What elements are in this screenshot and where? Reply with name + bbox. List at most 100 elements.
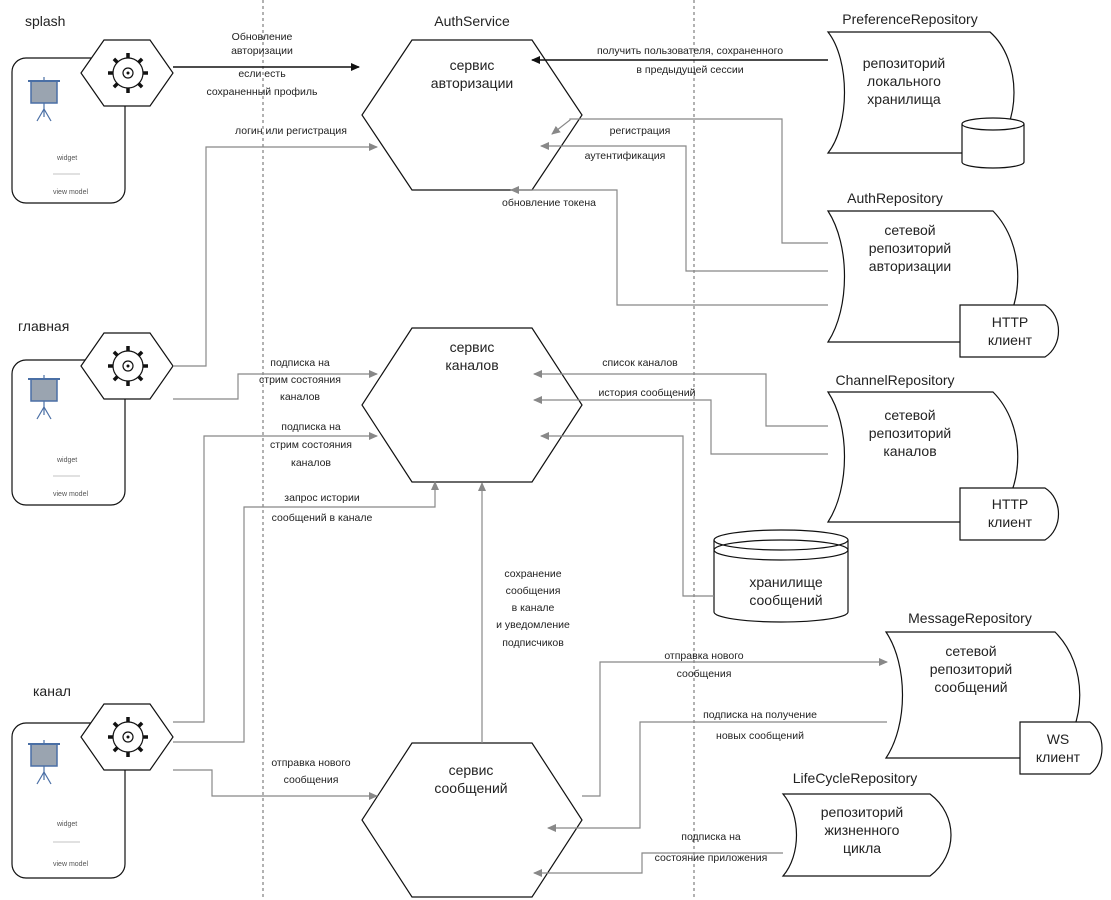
service-messages-hex — [361, 742, 583, 898]
screen-main: главная widget view model — [11, 318, 174, 506]
label-text: сообщений — [434, 780, 507, 796]
service-auth: AuthService сервис авторизации — [361, 13, 583, 191]
label-text: цикла — [843, 840, 881, 856]
view-model-label: view model — [53, 189, 88, 196]
service-channels: сервис каналов — [361, 327, 583, 483]
repo-lifecycle-shape — [781, 793, 952, 877]
edge-authentication: аутентификация — [540, 142, 828, 272]
service-auth-name: AuthService — [434, 13, 510, 29]
label-text: авторизации — [231, 45, 293, 57]
edge-send-to-service: отправка нового сообщения — [173, 757, 378, 800]
view-model-label: view model — [53, 491, 88, 498]
label-text: получить пользователя, сохраненного — [597, 45, 783, 57]
edge-registration: регистрация — [551, 118, 828, 244]
screen-main-title: главная — [18, 318, 69, 334]
label-text: каналов — [883, 443, 936, 459]
edge-channel-subscribe: подписка на стрим состояния каналов — [173, 421, 378, 723]
label-text: история сообщений — [599, 387, 696, 399]
label-text: аутентификация — [585, 150, 666, 162]
widget-label: widget — [56, 457, 77, 464]
label-text: сообщения — [677, 668, 732, 680]
label-text: сервис — [450, 339, 495, 355]
label-text: в канале — [512, 602, 555, 614]
label-text: сервис — [449, 762, 494, 778]
edge-lifecycle-subscribe: подписка на состояние приложения — [533, 831, 783, 877]
label-text: каналов — [280, 391, 320, 403]
label-text: сообщений — [934, 679, 1007, 695]
service-channels-hex — [361, 327, 583, 483]
http-client-box: HTTP клиент — [959, 487, 1059, 541]
database-icon — [961, 117, 1025, 169]
label-text: локального — [867, 73, 941, 89]
label-text: запрос истории — [284, 492, 360, 504]
edge-login: логин или регистрация — [173, 125, 378, 367]
label-text: репозиторий — [821, 804, 904, 820]
label-text: репозиторий — [930, 661, 1013, 677]
label-text: список каналов — [602, 357, 678, 369]
repo-channel: ChannelRepository сетевой репозиторий ка… — [826, 372, 1059, 541]
label-text: сетевой — [884, 222, 935, 238]
label-text: сетевой — [884, 407, 935, 423]
edge-main-subscribe: подписка на стрим состояния каналов — [173, 357, 378, 403]
label-text: сообщений — [749, 592, 822, 608]
screen-channel-title: канал — [33, 683, 71, 699]
label-text: WS — [1047, 731, 1070, 747]
label-text: жизненного — [825, 822, 900, 838]
edge-splash-auth: Обновление авторизации если есть сохране… — [173, 31, 360, 98]
label-text: хранилище — [749, 574, 822, 590]
view-model-label: view model — [53, 861, 88, 868]
http-client-box: HTTP клиент — [959, 304, 1059, 358]
label-text: хранилища — [867, 91, 941, 107]
edge-preference-auth: получить пользователя, сохраненного в пр… — [531, 45, 828, 76]
repo-preference: PreferenceRepository репозиторий локальн… — [826, 11, 1025, 169]
label-text: сетевой — [945, 643, 996, 659]
screen-splash-title: splash — [25, 13, 65, 29]
label-text: отправка нового — [664, 650, 743, 662]
label-text: сервис — [450, 57, 495, 73]
label-text: сообщения — [506, 585, 561, 597]
label-text: сохраненный профиль — [206, 86, 318, 98]
label-text: стрим состояния — [270, 439, 352, 451]
label-text: каналов — [291, 457, 331, 469]
label-text: состояние приложения — [655, 852, 768, 864]
label-text: репозиторий — [869, 240, 952, 256]
widget-label: widget — [56, 821, 77, 828]
repo-message-name: MessageRepository — [908, 610, 1032, 626]
service-messages: сервис сообщений — [361, 742, 583, 898]
edge-send-to-repo: отправка нового сообщения — [582, 650, 888, 797]
label-text: репозиторий — [869, 425, 952, 441]
label-text: подписка на — [270, 357, 330, 369]
edge-history-request: запрос истории сообщений в канале — [173, 481, 439, 743]
screen-channel: канал widget view model — [11, 683, 174, 879]
label-text: репозиторий — [863, 55, 946, 71]
repo-auth: AuthRepository сетевой репозиторий автор… — [826, 190, 1059, 358]
label-text: Обновление — [232, 31, 293, 43]
repo-lifecycle: LifeCycleRepository репозиторий жизненно… — [781, 770, 952, 877]
edge-channel-list: список каналов — [533, 357, 828, 427]
label-text: подписка на — [281, 421, 341, 433]
edge-subscribe-new: подписка на получение новых сообщений — [547, 709, 887, 832]
repo-message: MessageRepository сетевой репозиторий со… — [884, 610, 1103, 775]
edge-save-message: сохранение сообщения в канале и уведомле… — [478, 482, 570, 743]
label-text: HTTP — [992, 496, 1029, 512]
label-text: обновление токена — [502, 197, 596, 209]
label-text: в предыдущей сессии — [636, 64, 743, 76]
repo-auth-name: AuthRepository — [847, 190, 943, 206]
label-text: авторизации — [431, 75, 513, 91]
label-text: стрим состояния — [259, 374, 341, 386]
label-text: каналов — [445, 357, 498, 373]
label-text: подписка на — [681, 831, 741, 843]
repo-preference-name: PreferenceRepository — [842, 11, 977, 27]
label-text: новых сообщений — [716, 730, 804, 742]
label-text: сообщений в канале — [272, 512, 373, 524]
label-text: если есть — [238, 68, 286, 80]
label-text: клиент — [1036, 749, 1081, 765]
storage-messages: хранилище сообщений — [713, 529, 849, 623]
screen-splash: splash widget view model — [11, 13, 174, 204]
label-text: клиент — [988, 514, 1033, 530]
label-text: подписка на получение — [703, 709, 817, 721]
label-text: HTTP — [992, 314, 1029, 330]
label-text: отправка нового — [271, 757, 350, 769]
label-text: клиент — [988, 332, 1033, 348]
